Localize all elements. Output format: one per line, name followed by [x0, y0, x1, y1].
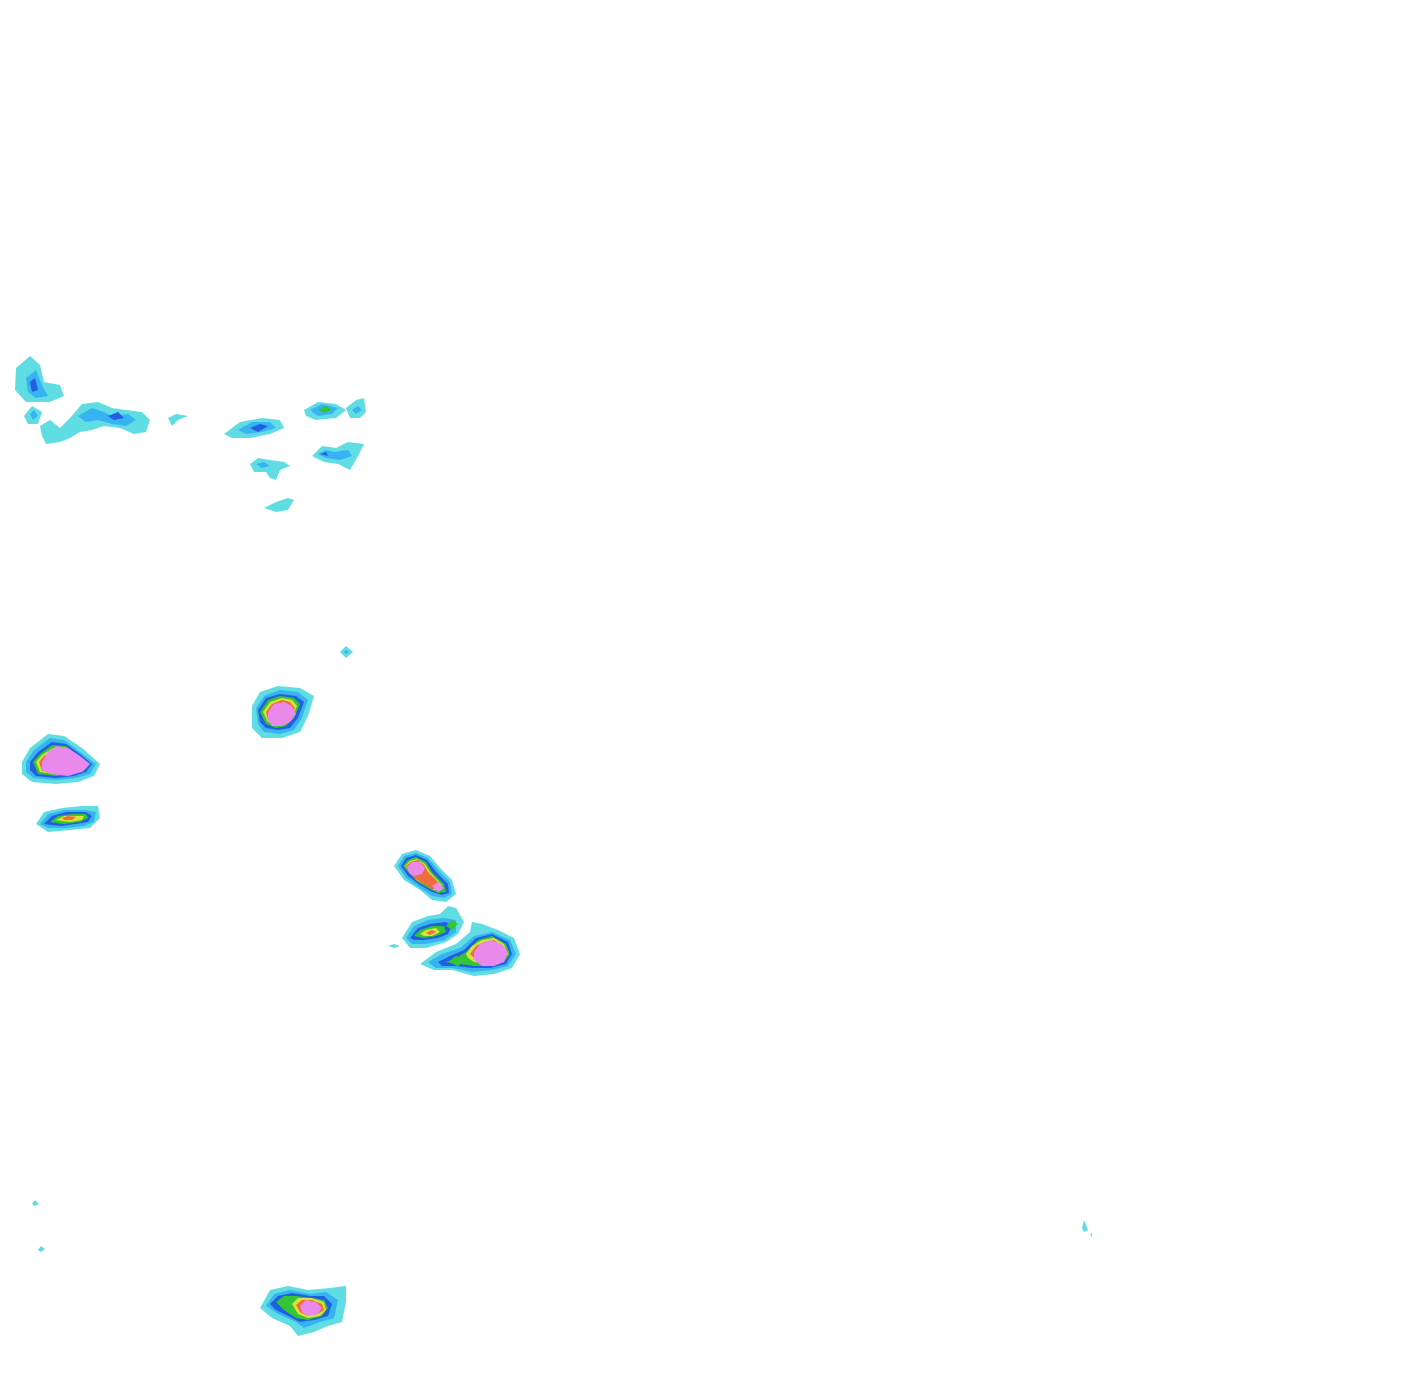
echo-region: [268, 702, 296, 726]
echo-region: [426, 930, 436, 935]
echo-region: [320, 452, 328, 456]
storm-complex-d: [388, 850, 520, 976]
echo-region: [388, 944, 400, 948]
echo-region: [42, 746, 90, 776]
storm-cell-e: [260, 1286, 346, 1336]
echo-region: [446, 920, 458, 930]
echo-region: [300, 1300, 322, 1316]
echo-region: [352, 406, 362, 414]
echo-region: [30, 410, 38, 420]
echo-region: [168, 414, 188, 426]
storm-cell-b: [22, 734, 100, 784]
storm-cell-a: [252, 686, 314, 738]
echo-region: [32, 1200, 39, 1206]
echo-region: [344, 650, 349, 654]
echo-region: [256, 462, 270, 468]
echo-region: [30, 378, 38, 392]
echo-region: [474, 940, 508, 966]
echo-region: [407, 862, 425, 876]
echo-region: [38, 1246, 45, 1252]
echo-cluster-northwest: [15, 356, 366, 512]
echo-region: [250, 424, 268, 432]
echo-region: [108, 412, 124, 420]
echo-isolated-1: [340, 646, 353, 658]
storm-cell-c: [36, 806, 100, 832]
echo-region: [432, 882, 444, 892]
echo-region: [318, 450, 352, 460]
echo-region: [264, 498, 294, 512]
echo-region: [318, 406, 332, 413]
echo-region: [26, 370, 48, 398]
echo-region: [1090, 1233, 1092, 1237]
echo-region: [78, 408, 136, 426]
echo-region: [1082, 1220, 1088, 1232]
echo-region: [62, 816, 76, 820]
echo-region: [40, 402, 150, 444]
echo-region: [250, 458, 290, 480]
echo-isolated-specks: [32, 1200, 1092, 1252]
echo-region: [448, 956, 466, 966]
